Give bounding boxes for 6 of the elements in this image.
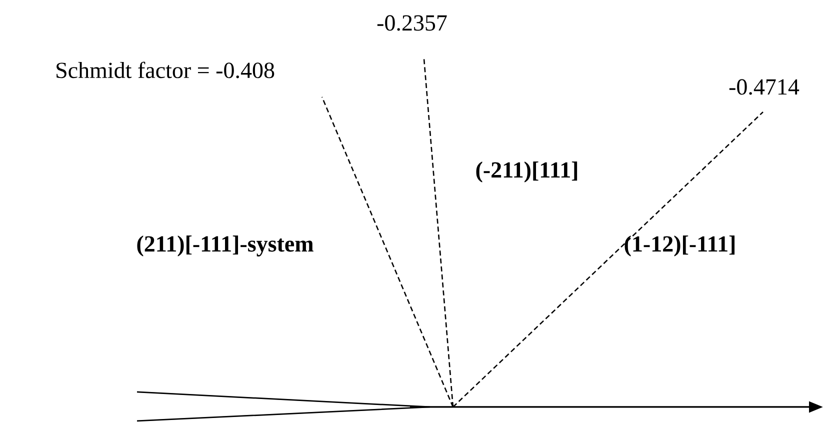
slip-system-label: (211)[-111]-system [137,236,314,256]
schmid-factor-label: -0.4714 [729,79,800,95]
slip-system-label: (-211)[111] [476,162,578,182]
slip-system-label: (1-12)[-111] [624,236,734,256]
schmid-factor-label: Schmidt factor = -0.408 [56,62,274,78]
schmid-factor-label: -0.2357 [377,15,447,31]
